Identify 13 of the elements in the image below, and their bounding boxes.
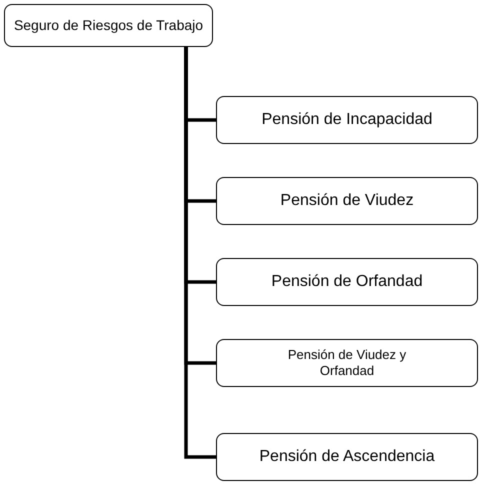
process-box — [216, 258, 478, 306]
process-box — [216, 339, 478, 387]
box-label: Pensión de Ascendencia — [259, 447, 435, 467]
box-label: Pensión de Viudez — [280, 191, 414, 211]
box-label: Seguro de Riesgos de Trabajo — [14, 16, 204, 34]
process-box — [4, 4, 213, 47]
process-box — [216, 433, 478, 481]
connector-line — [184, 47, 216, 459]
box-label: Pensión de Incapacidad — [262, 110, 432, 130]
process-box — [216, 177, 478, 225]
process-box — [216, 96, 478, 144]
box-label: Pensión de Orfandad — [271, 272, 423, 292]
box-label: Pensión de Viudez y Orfandad — [286, 346, 408, 380]
